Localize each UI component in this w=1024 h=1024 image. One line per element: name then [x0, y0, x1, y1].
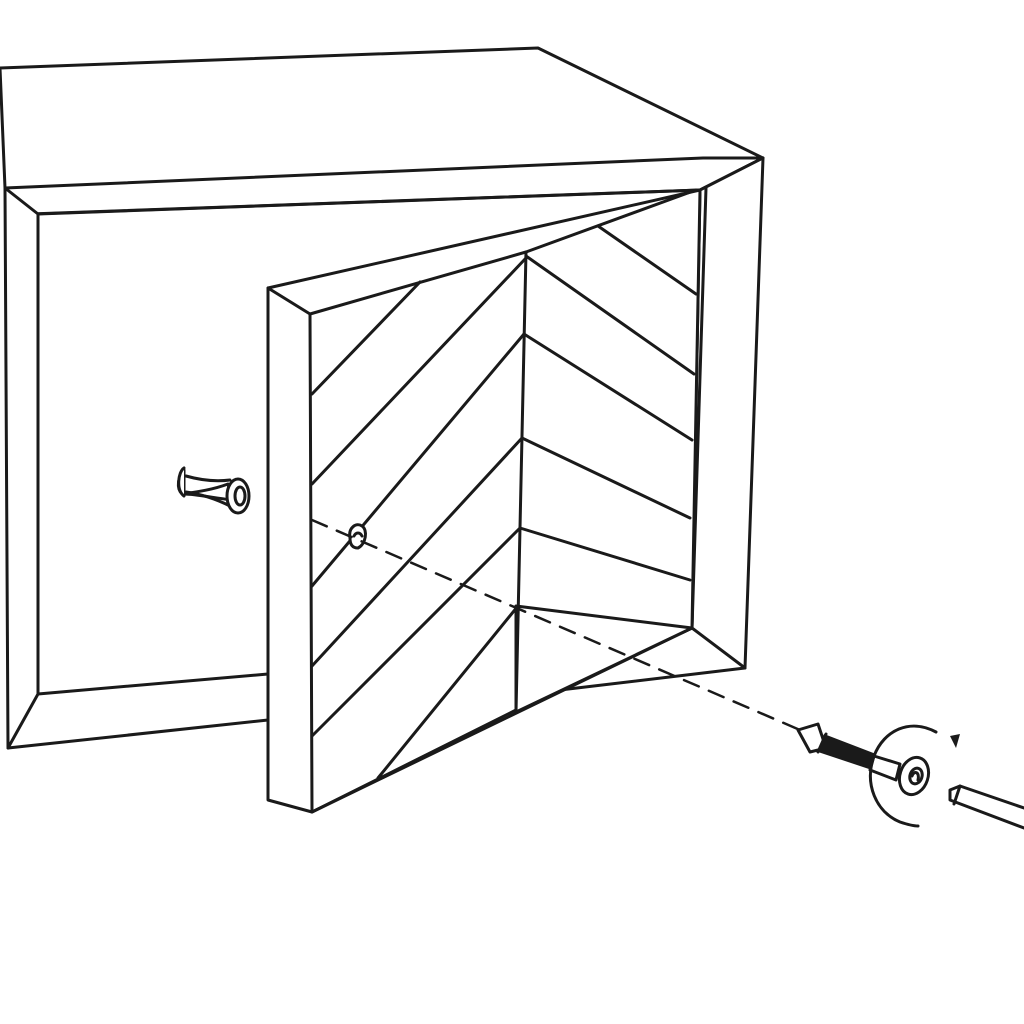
cabinet-inner-back	[36, 188, 702, 216]
door-outer	[266, 188, 702, 814]
insertion-guide-line	[310, 518, 802, 732]
cabinet-body	[0, 46, 765, 750]
door-left-chevrons	[310, 256, 528, 780]
cabinet-bottom-right	[558, 666, 747, 692]
cabinet-right-wall	[690, 156, 765, 670]
knob-icon	[176, 466, 251, 515]
cabinet-top-front-edge	[3, 156, 765, 190]
door-panel	[266, 188, 702, 814]
cabinet-bottom-edge	[6, 718, 270, 750]
cabinet-top-face	[0, 46, 765, 216]
rotate-clockwise-arrow-icon	[869, 724, 960, 828]
cabinet-inner-bottom	[36, 672, 270, 696]
screw-icon	[796, 722, 931, 797]
door-center-divide	[514, 250, 528, 714]
door-right-chevrons	[518, 224, 698, 582]
cabinet-left-wall	[3, 186, 40, 750]
screwdriver-icon	[948, 784, 1024, 830]
